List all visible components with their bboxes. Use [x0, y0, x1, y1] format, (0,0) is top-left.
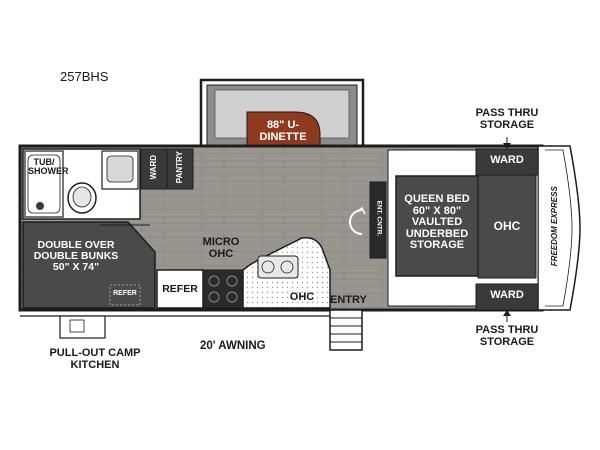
dinette-slideout — [199, 78, 365, 161]
ent-cntr-label: ENT. CNTR. — [375, 200, 383, 237]
ward-bottom-label: WARD — [490, 289, 524, 301]
brand-logo: FREEDOM EXPRESS — [549, 181, 559, 271]
bunk-room — [22, 221, 156, 309]
tub-shower-label: TUB/ SHOWER — [28, 157, 69, 177]
kitchen — [156, 236, 331, 309]
entry-label: ENTRY — [330, 294, 367, 306]
entertainment-center — [349, 181, 387, 259]
bunks-label: DOUBLE OVER DOUBLE BUNKS 50" X 74" — [33, 239, 119, 274]
pass-thru-bottom-label: PASS THRU STORAGE — [475, 324, 539, 348]
bed-ohc-label: OHC — [493, 219, 521, 233]
queen-bed-label: QUEEN BED 60" X 80" VAULTED UNDERBED STO… — [404, 193, 470, 252]
brand-logo-text: FREEDOM EXPRESS — [549, 186, 559, 267]
bath-storage — [140, 148, 194, 190]
dinette-label: 88" U-DINETTE — [259, 119, 307, 143]
kitchen-ohc-label: OHC — [289, 291, 315, 303]
awning-and-entry — [20, 309, 363, 351]
leader-lines — [503, 137, 511, 322]
refer-small-label: REFER — [113, 290, 137, 297]
ward-bath-label: WARD — [148, 154, 158, 180]
pass-thru-top-label: PASS THRU STORAGE — [475, 107, 539, 131]
front-cap — [537, 145, 581, 311]
pantry-label: PANTRY — [174, 151, 184, 184]
ward-top-label: WARD — [490, 154, 524, 166]
bedroom — [387, 148, 539, 311]
refer-label: REFER — [162, 283, 198, 295]
camp-kitchen-label: PULL-OUT CAMP KITCHEN — [49, 347, 141, 371]
bathroom — [22, 148, 141, 220]
model-number: 257BHS — [60, 69, 109, 84]
micro-ohc-label: MICRO OHC — [202, 236, 240, 260]
awning-label: 20' AWNING — [200, 340, 266, 352]
